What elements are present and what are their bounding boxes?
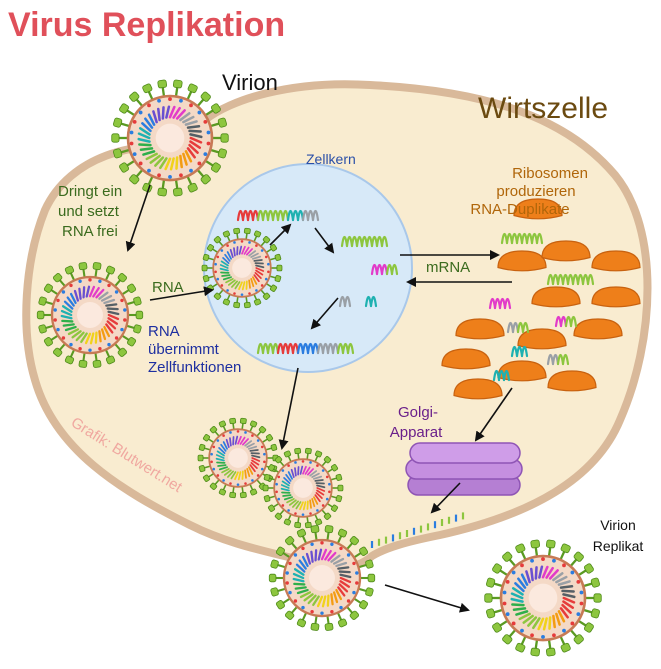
label-ribosomes-3: RNA-Duplikate — [470, 201, 569, 218]
ribosome-2 — [497, 250, 547, 272]
arrow-virion-to-cell — [125, 184, 151, 252]
rna-strand-nucleus-tiny — [338, 295, 352, 308]
rna-strand-nucleus-bottom — [256, 342, 355, 355]
title: Virus Replikation — [8, 6, 285, 44]
virion-replicate — [484, 539, 602, 657]
arrow-nucleus-2 — [314, 227, 335, 254]
arrow-nucleus-3 — [310, 297, 339, 330]
label-ribosomes-2: produzieren — [496, 183, 575, 200]
ribosome-8 — [517, 328, 567, 350]
label-virion: Virion — [222, 70, 278, 95]
label-rna: RNA — [152, 279, 184, 296]
rna-strand-cyto-1 — [500, 232, 544, 245]
label-rna-function-3: Zellfunktionen — [148, 359, 241, 376]
ribosome-group — [441, 198, 641, 400]
ribosome-12 — [547, 370, 597, 392]
label-dringt-ein-3: RNA frei — [62, 223, 118, 240]
label-replikat-1: Virion — [600, 517, 636, 533]
rna-strand-nucleus-right — [340, 235, 389, 248]
label-replikat-2: Replikat — [593, 538, 644, 554]
arrow-rna-to-nucleus — [149, 286, 214, 301]
label-golgi-2: Apparat — [390, 424, 443, 441]
label-dringt-ein-2: und setzt — [58, 203, 120, 220]
arrow-golgi-to-membrane — [430, 482, 461, 514]
membrane-spikes — [370, 512, 465, 548]
label-dringt-ein-1: Dringt ein — [58, 183, 122, 200]
virion-inside-cell — [36, 262, 144, 368]
rna-group — [236, 209, 595, 548]
arrow-to-assembly — [278, 367, 299, 450]
label-mrna: mRNA — [426, 259, 470, 276]
ribosome-4 — [591, 250, 641, 272]
arrow-to-golgi — [474, 387, 513, 442]
virion-entering — [111, 79, 229, 197]
virus-group — [36, 79, 602, 657]
ribosome-7 — [455, 318, 505, 340]
label-ribosomes-1: Ribosomen — [512, 165, 588, 182]
ribosome-10 — [441, 348, 491, 370]
budding-virion — [268, 525, 376, 631]
golgi-apparatus — [405, 442, 523, 496]
label-rna-function-1: RNA — [148, 323, 180, 340]
rna-strand-cyto-8 — [492, 369, 511, 382]
rna-strand-cyto-6 — [546, 353, 570, 366]
rna-strand-nucleus-small — [370, 263, 399, 276]
rna-strand-cyto-3 — [488, 297, 512, 310]
rna-strand-cyto-7 — [510, 345, 529, 358]
arrow-group — [125, 184, 513, 613]
ribosome-6 — [591, 286, 641, 308]
ribosome-1 — [513, 198, 563, 220]
rna-strand-cyto-4 — [506, 321, 530, 334]
virion-in-nucleus — [201, 227, 283, 309]
arrow-release — [384, 584, 470, 613]
assembled-virion-2 — [262, 447, 344, 529]
arrow-nucleus-1 — [269, 223, 292, 246]
ribosome-5 — [531, 286, 581, 308]
rna-strand-cyto-2 — [546, 273, 595, 286]
rna-strand-nucleus-top — [236, 209, 320, 222]
rna-strand-nucleus-cyan — [364, 295, 378, 308]
ribosome-9 — [573, 318, 623, 340]
ribosome-13 — [453, 378, 503, 400]
ribosome-11 — [497, 360, 547, 382]
label-zellkern: Zellkern — [306, 151, 356, 167]
label-wirtszelle: Wirtszelle — [478, 92, 608, 125]
rna-strand-cyto-5 — [554, 315, 578, 328]
label-rna-function-2: übernimmt — [148, 341, 220, 358]
ribosome-3 — [541, 240, 591, 262]
label-golgi-1: Golgi- — [398, 404, 438, 421]
